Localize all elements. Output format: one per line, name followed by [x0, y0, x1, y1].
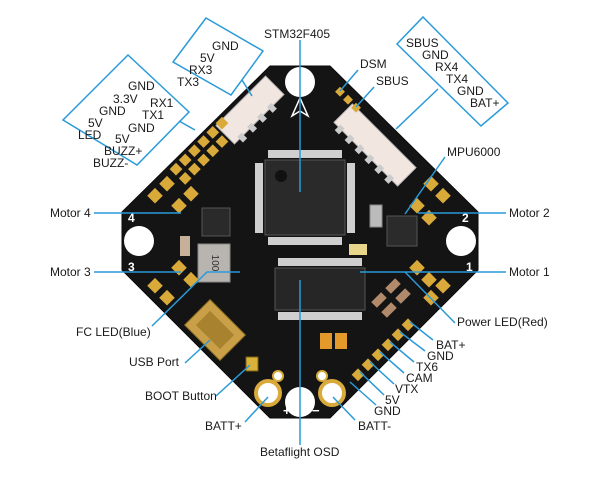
uart1-pin: 5V: [115, 132, 130, 146]
uart4-pin: TX4: [446, 72, 469, 86]
vtx-pin: CAM: [406, 371, 433, 385]
usb-port: [183, 298, 247, 362]
stm32-label: STM32F405: [264, 27, 331, 41]
uart1-pin: BUZZ+: [104, 144, 143, 158]
batt-plus-pad: [254, 379, 282, 407]
inductor-mark: 100: [209, 255, 220, 272]
mpu6000-chip: [386, 215, 418, 247]
uart1-pin: 5V: [88, 116, 103, 130]
mpu6000-label: MPU6000: [447, 145, 501, 159]
uart4-pin: GND: [422, 48, 449, 62]
uart4-connector: [333, 103, 417, 187]
osd-chip: [274, 267, 366, 311]
uart1-pin: BUZZ-: [93, 156, 129, 170]
mount-hole-right: [446, 226, 476, 256]
vtx-pads: [351, 318, 415, 382]
uart1-pin: LED: [78, 128, 102, 142]
motor-number-1: 1: [466, 260, 473, 274]
vtx-pin: BAT+: [436, 338, 466, 352]
vtx-pin: TX6: [416, 360, 439, 374]
uart4-pin: BAT+: [470, 96, 500, 110]
uart3-pin: RX3: [189, 63, 213, 77]
plus-mark: +: [283, 403, 291, 418]
minus-mark: −: [312, 403, 320, 418]
uart1-pin: GND: [128, 121, 155, 135]
power-led-label: Power LED(Red): [457, 315, 548, 329]
motor-number-3: 3: [128, 260, 135, 274]
motor2-label: Motor 2: [509, 206, 550, 220]
betaflight-osd-label: Betaflight OSD: [260, 445, 340, 459]
mount-hole-left: [124, 226, 154, 256]
uart1-pin: 3.3V: [113, 92, 138, 106]
boot-button: [245, 356, 259, 372]
uart3-connector: [215, 75, 285, 145]
stm32-chip: [264, 159, 346, 236]
uart1-pin: TX1: [142, 108, 165, 122]
vtx-pin: 5V: [385, 393, 400, 407]
uart4-pin: RX4: [435, 60, 459, 74]
vtx-pin: VTX: [395, 382, 419, 396]
motor4-label: Motor 4: [50, 206, 91, 220]
fc-led-label: FC LED(Blue): [76, 325, 151, 339]
uart3-pin: TX3: [177, 75, 200, 89]
vtx-pin: GND: [374, 404, 401, 418]
uart3-pin: 5V: [200, 51, 215, 65]
batt-plus-label: BATT+: [205, 419, 242, 433]
batt-minus-pad: [318, 379, 346, 407]
motor-number-4: 4: [128, 211, 135, 225]
callout-lines: [61, 15, 510, 445]
uart4-pin: SBUS: [406, 36, 439, 50]
usb-port-label: USB Port: [129, 355, 180, 369]
vtx-pin: GND: [427, 349, 454, 363]
uart1-pads: [169, 116, 229, 185]
uart1-pin: RX1: [150, 96, 174, 110]
motor-number-2: 2: [462, 211, 469, 225]
motor3-label: Motor 3: [50, 265, 91, 279]
uart1-pin: GND: [128, 79, 155, 93]
boot-button-label: BOOT Button: [145, 389, 217, 403]
batt-minus-label: BATT-: [358, 419, 392, 433]
motor1-label: Motor 1: [509, 265, 550, 279]
dsm-label: DSM: [360, 57, 387, 71]
uart4-pin: GND: [457, 84, 484, 98]
uart1-pin: GND: [99, 104, 126, 118]
sbus-label: SBUS: [376, 74, 409, 88]
uart3-pin: GND: [212, 39, 239, 53]
